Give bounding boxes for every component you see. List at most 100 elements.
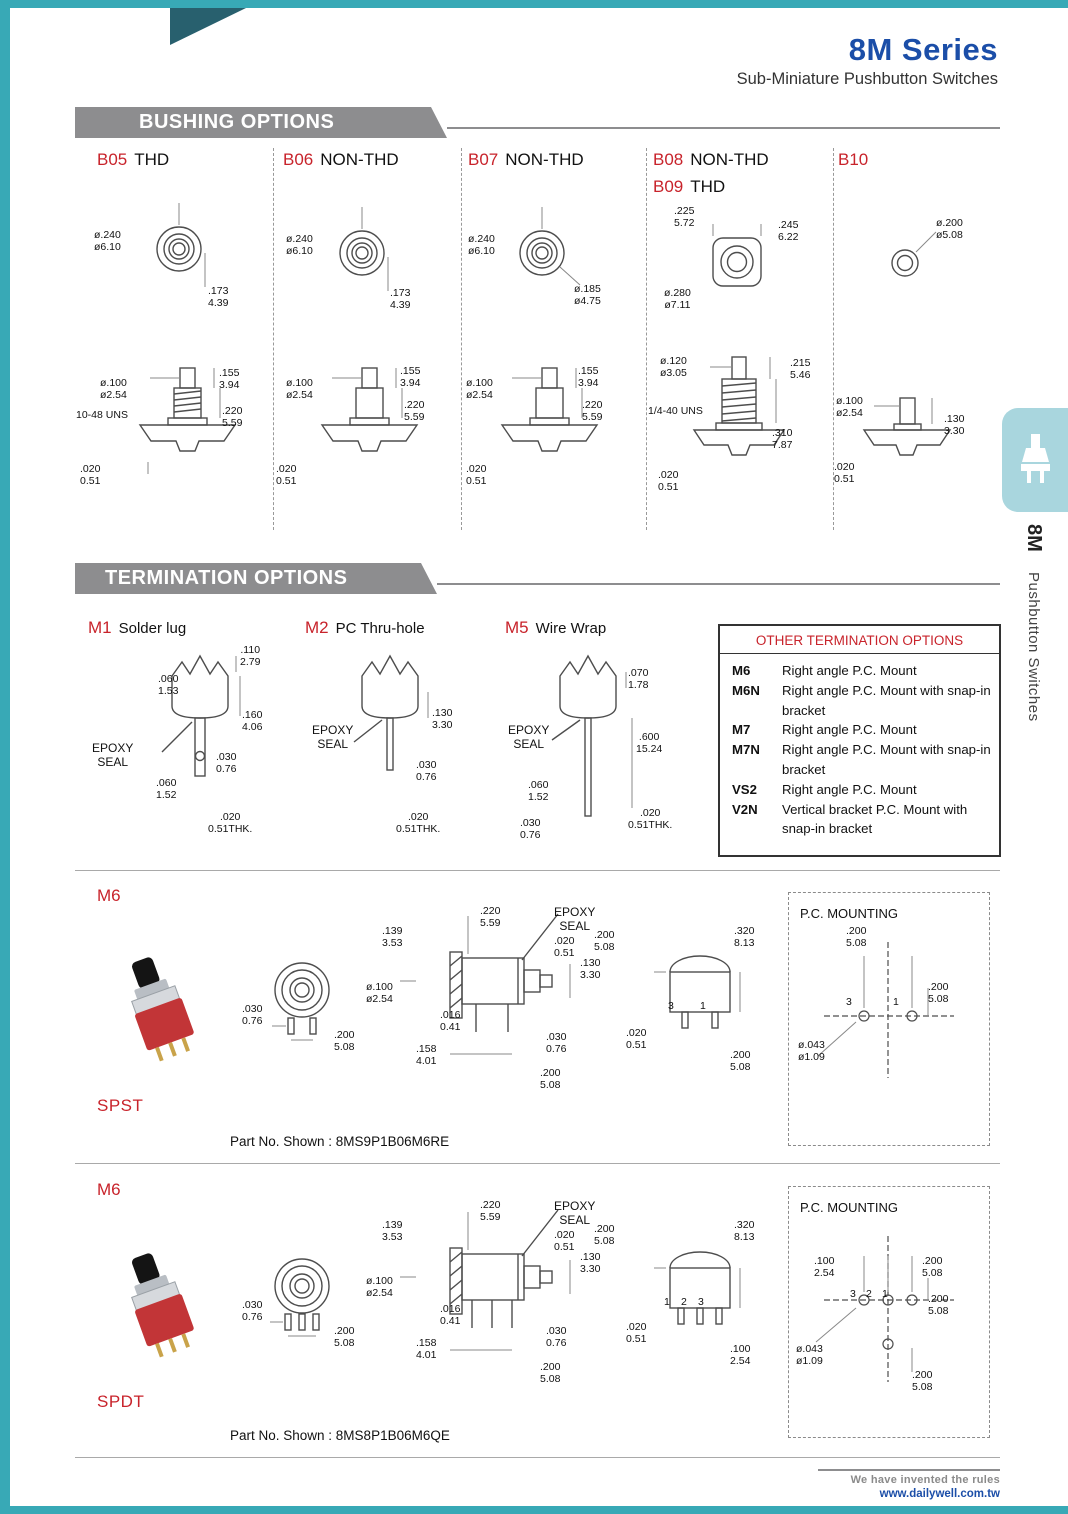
- termination-options-section-header: TERMINATION OPTIONS: [75, 563, 437, 594]
- top-border: [0, 0, 1068, 8]
- m6-spdt-code: M6: [97, 1180, 121, 1199]
- spdt-switch-photo: [131, 1253, 194, 1358]
- m2-code: M2: [305, 618, 329, 637]
- spst-pc-mounting-box: [788, 892, 990, 1146]
- b10-side-view-drawing: [862, 397, 952, 456]
- b07-type: NON-THD: [505, 150, 584, 169]
- footer-website-link[interactable]: www.dailywell.com.tw: [879, 1488, 1000, 1500]
- bushing-b07-header: B07 NON-THD: [468, 150, 584, 170]
- pin-number: 1: [893, 996, 899, 1008]
- b06-top-view-drawing: [339, 207, 389, 291]
- pin-number: 2: [681, 1296, 687, 1308]
- option-text: Right angle P.C. Mount with snap-in brac…: [782, 742, 991, 777]
- pc-mounting-title: P.C. MOUNTING: [800, 906, 898, 921]
- section-divider: [75, 1163, 1000, 1164]
- option-text: Right angle P.C. Mount: [782, 781, 917, 797]
- spdt-front-view-drawing: [270, 1258, 330, 1337]
- m1-code: M1: [88, 618, 112, 637]
- m5-header: M5 Wire Wrap: [505, 618, 606, 638]
- spdt-rear-view-drawing: [654, 1251, 741, 1325]
- m2-termination-drawing: [353, 654, 429, 771]
- bottom-border: [0, 1506, 1068, 1514]
- option-code: M6N: [732, 682, 760, 698]
- option-text: Vertical bracket P.C. Mount with snap-in…: [782, 801, 968, 837]
- b05-top-view-drawing: [156, 203, 206, 287]
- m1-termination-drawing: [161, 654, 241, 777]
- spst-rear-view-drawing: [654, 955, 741, 1029]
- b06-side-view-drawing: [320, 367, 419, 452]
- m5-name: Wire Wrap: [535, 620, 607, 637]
- spst-pc-mounting-pattern: [817, 942, 954, 1078]
- bushing-options-section-header: BUSHING OPTIONS: [75, 107, 447, 138]
- m5-termination-drawing: [551, 654, 633, 817]
- option-code: VS2: [732, 781, 757, 797]
- option-code: V2N: [732, 801, 758, 817]
- b06-code: B06: [283, 150, 314, 169]
- b08-side-view-drawing: [692, 356, 786, 456]
- pin-number: 3: [668, 1000, 674, 1012]
- other-termination-options-title: OTHER TERMINATION OPTIONS: [720, 626, 999, 654]
- b09-code: B09: [653, 177, 684, 196]
- pin-number: 1: [664, 1296, 670, 1308]
- m2-name: PC Thru-hole: [335, 620, 425, 637]
- b06-type: NON-THD: [320, 150, 399, 169]
- m5-code: M5: [505, 618, 529, 637]
- pushbutton-switch-icon: [1021, 434, 1050, 483]
- section-divider: [75, 1457, 1000, 1458]
- m6-spst-code: M6: [97, 886, 121, 905]
- column-separator: [461, 148, 462, 530]
- spdt-pc-mounting-box: [788, 1186, 990, 1438]
- b08-top-view-drawing: [712, 224, 762, 287]
- pc-mounting-title: P.C. MOUNTING: [800, 1200, 898, 1215]
- b08-type: NON-THD: [690, 150, 769, 169]
- spdt-pc-mounting-pattern: [815, 1236, 954, 1382]
- spdt-pole-label: SPDT: [97, 1392, 145, 1411]
- pin-number: 3: [698, 1296, 704, 1308]
- series-subtitle: Sub-Miniature Pushbutton Switches: [736, 70, 998, 88]
- section-rule: [437, 583, 1000, 585]
- b05-side-view-drawing: [138, 367, 237, 474]
- termination-options-title: TERMINATION OPTIONS: [105, 567, 348, 589]
